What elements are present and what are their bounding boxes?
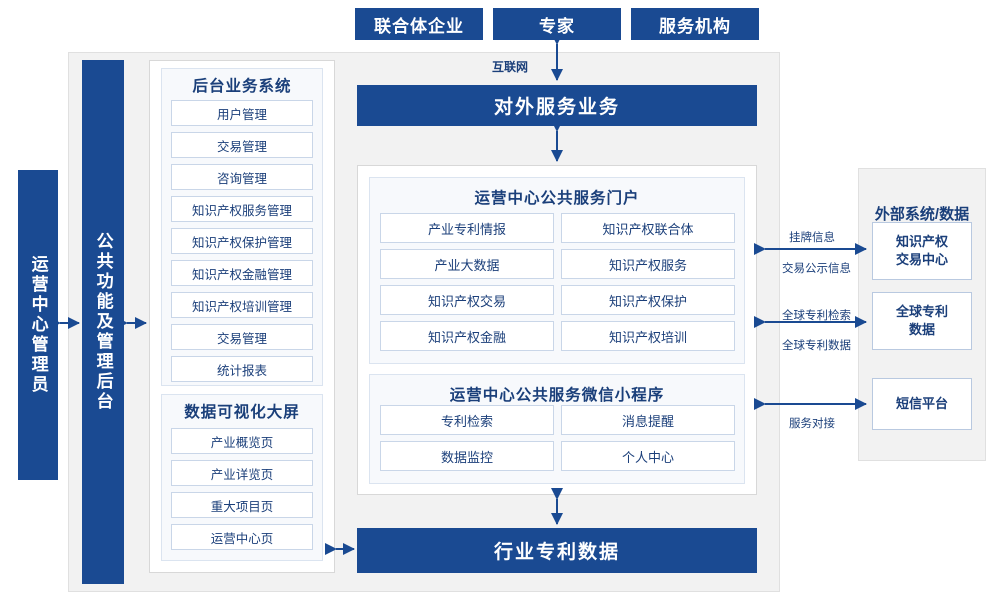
backoffice-title: 后台业务系统 <box>161 72 323 98</box>
backoffice-title-text: 后台业务系统 <box>192 78 292 95</box>
dataviz-item-2-label: 重大项目页 <box>210 499 274 514</box>
backoffice-item-5[interactable]: 知识产权金融管理 <box>171 260 313 286</box>
dataviz-item-3[interactable]: 运营中心页 <box>171 524 313 550</box>
backoffice-item-8[interactable]: 统计报表 <box>171 356 313 382</box>
portal-item-7[interactable]: 知识产权培训 <box>561 321 735 351</box>
miniprogram-title: 运营中心公共服务微信小程序 <box>369 380 745 408</box>
external-box-ip-trading-center[interactable]: 知识产权 交易中心 <box>872 222 972 280</box>
portal-item-4[interactable]: 知识产权交易 <box>380 285 554 315</box>
external-link-label-trade-public-info: 交易公示信息 <box>782 263 851 275</box>
backoffice-item-0-label: 用户管理 <box>216 107 267 122</box>
external-box-global-patent-data-label: 全球专利 数据 <box>895 304 948 337</box>
miniprogram-item-1-label: 消息提醒 <box>621 413 674 429</box>
backoffice-item-0[interactable]: 用户管理 <box>171 100 313 126</box>
backoffice-item-1-label: 交易管理 <box>216 139 267 154</box>
portal-item-0[interactable]: 产业专利情报 <box>380 213 554 243</box>
backoffice-item-4[interactable]: 知识产权保护管理 <box>171 228 313 254</box>
top-chip-service-org[interactable]: 服务机构 <box>631 8 759 40</box>
backoffice-item-5-label: 知识产权金融管理 <box>191 267 292 282</box>
top-chip-alliance-enterprise-label: 联合体企业 <box>374 16 464 36</box>
dataviz-item-1-label: 产业详览页 <box>210 467 274 482</box>
common-admin-bar: 公共功能及管理后台 <box>82 60 124 584</box>
miniprogram-item-3-label: 个人中心 <box>621 449 674 465</box>
portal-item-6-label: 知识产权金融 <box>427 329 506 345</box>
portal-item-3-label: 知识产权服务 <box>608 257 687 273</box>
backoffice-item-6[interactable]: 知识产权培训管理 <box>171 292 313 318</box>
external-systems-title-text: 外部系统/数据 <box>874 206 970 223</box>
external-box-global-patent-data[interactable]: 全球专利 数据 <box>872 292 972 350</box>
top-chip-service-org-label: 服务机构 <box>659 16 731 36</box>
external-link-label-service-docking: 服务对接 <box>789 418 835 430</box>
dataviz-item-0-label: 产业概览页 <box>210 435 274 450</box>
miniprogram-item-2[interactable]: 数据监控 <box>380 441 554 471</box>
dataviz-item-0[interactable]: 产业概览页 <box>171 428 313 454</box>
backoffice-item-4-label: 知识产权保护管理 <box>191 235 292 250</box>
portal-item-1-label: 知识产权联合体 <box>602 221 694 237</box>
backoffice-item-7-label: 交易管理 <box>216 331 267 346</box>
external-service-banner-label: 对外服务业务 <box>493 97 620 118</box>
portal-item-5[interactable]: 知识产权保护 <box>561 285 735 315</box>
operator-role-label: 运营中心管理员 <box>28 255 48 395</box>
external-box-sms-platform-label: 短信平台 <box>895 396 948 412</box>
backoffice-item-3[interactable]: 知识产权服务管理 <box>171 196 313 222</box>
backoffice-item-6-label: 知识产权培训管理 <box>191 299 292 314</box>
backoffice-item-1[interactable]: 交易管理 <box>171 132 313 158</box>
top-chip-alliance-enterprise[interactable]: 联合体企业 <box>355 8 483 40</box>
industry-patent-data-banner: 行业专利数据 <box>357 528 757 573</box>
miniprogram-item-0-label: 专利检索 <box>440 413 493 429</box>
portal-item-1[interactable]: 知识产权联合体 <box>561 213 735 243</box>
backoffice-item-7[interactable]: 交易管理 <box>171 324 313 350</box>
dataviz-item-2[interactable]: 重大项目页 <box>171 492 313 518</box>
miniprogram-item-3[interactable]: 个人中心 <box>561 441 735 471</box>
operator-role-bar: 运营中心管理员 <box>18 170 58 480</box>
internet-label: 互联网 <box>492 60 529 74</box>
backoffice-item-8-label: 统计报表 <box>216 363 267 378</box>
external-box-sms-platform[interactable]: 短信平台 <box>872 378 972 430</box>
backoffice-item-2-label: 咨询管理 <box>216 171 267 186</box>
dataviz-title: 数据可视化大屏 <box>161 398 323 424</box>
external-box-ip-trading-center-label: 知识产权 交易中心 <box>895 234 948 267</box>
top-chip-expert[interactable]: 专家 <box>493 8 621 40</box>
portal-item-4-label: 知识产权交易 <box>427 293 506 309</box>
portal-title: 运营中心公共服务门户 <box>369 183 745 211</box>
external-link-label-listing-info: 挂牌信息 <box>789 232 835 244</box>
miniprogram-item-0[interactable]: 专利检索 <box>380 405 554 435</box>
backoffice-item-3-label: 知识产权服务管理 <box>191 203 292 218</box>
dataviz-item-1[interactable]: 产业详览页 <box>171 460 313 486</box>
portal-item-7-label: 知识产权培训 <box>608 329 687 345</box>
dataviz-title-text: 数据可视化大屏 <box>184 404 300 421</box>
miniprogram-item-2-label: 数据监控 <box>440 449 493 465</box>
portal-title-text: 运营中心公共服务门户 <box>474 190 640 207</box>
portal-item-2-label: 产业大数据 <box>434 257 500 273</box>
portal-item-3[interactable]: 知识产权服务 <box>561 249 735 279</box>
external-link-label-global-patent-data: 全球专利数据 <box>782 340 851 352</box>
miniprogram-title-text: 运营中心公共服务微信小程序 <box>449 387 665 404</box>
portal-item-2[interactable]: 产业大数据 <box>380 249 554 279</box>
portal-item-0-label: 产业专利情报 <box>427 221 506 237</box>
external-systems-title: 外部系统/数据 <box>858 203 986 224</box>
external-service-banner: 对外服务业务 <box>357 85 757 126</box>
miniprogram-item-1[interactable]: 消息提醒 <box>561 405 735 435</box>
industry-patent-data-banner-label: 行业专利数据 <box>493 542 620 563</box>
external-link-label-global-patent-search: 全球专利检索 <box>782 310 851 322</box>
top-chip-expert-label: 专家 <box>539 16 575 36</box>
portal-item-5-label: 知识产权保护 <box>608 293 687 309</box>
dataviz-item-3-label: 运营中心页 <box>210 531 274 546</box>
portal-item-6[interactable]: 知识产权金融 <box>380 321 554 351</box>
common-admin-label: 公共功能及管理后台 <box>93 232 113 412</box>
backoffice-item-2[interactable]: 咨询管理 <box>171 164 313 190</box>
